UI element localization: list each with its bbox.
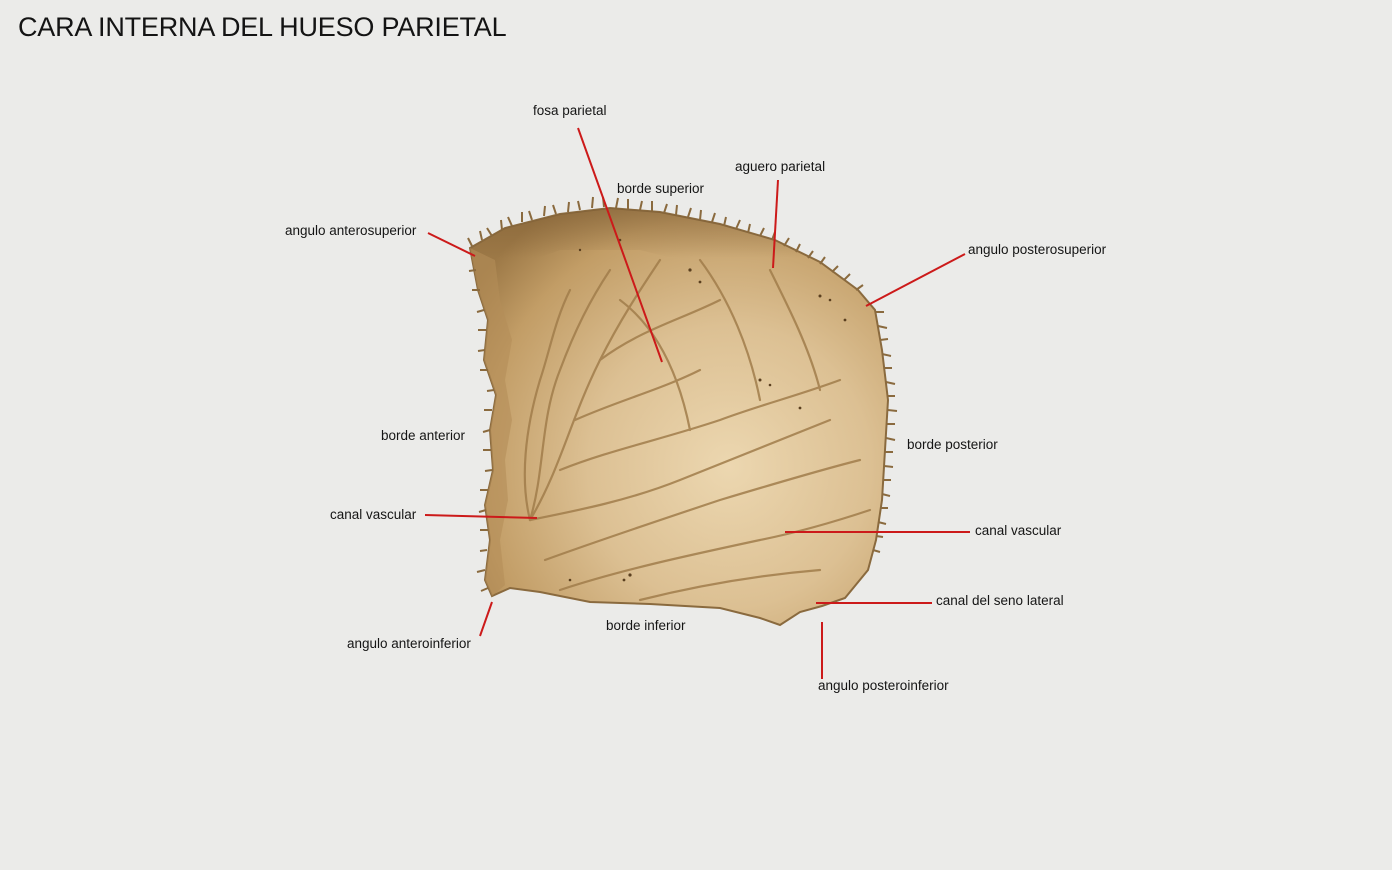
posterior-serrations [872, 311, 898, 553]
label-aguero-parietal: aguero parietal [735, 159, 826, 174]
label-canal-seno-lateral: canal del seno lateral [936, 593, 1064, 608]
label-fosa-parietal: fosa parietal [533, 103, 607, 118]
leader-fosa-parietal [577, 127, 663, 363]
leader-aguero-parietal [772, 179, 779, 269]
label-borde-superior: borde superior [617, 181, 705, 196]
leader-angulo-posterosuperior [865, 253, 966, 307]
label-angulo-posterosuperior: angulo posterosuperior [968, 242, 1107, 257]
anterior-rim [470, 248, 512, 596]
label-canal-vascular-right: canal vascular [975, 523, 1062, 538]
foramina-dots [568, 238, 847, 582]
superior-serrations [467, 196, 864, 291]
vascular-grooves [523, 258, 872, 602]
page-title: CARA INTERNA DEL HUESO PARIETAL [18, 12, 507, 42]
anterior-serrations [468, 269, 495, 592]
leader-angulo-anterosuperior [427, 232, 476, 257]
leader-canal-vascular-left [424, 514, 538, 519]
label-canal-vascular-left: canal vascular [330, 507, 417, 522]
label-angulo-posteroinferior: angulo posteroinferior [818, 678, 949, 693]
label-angulo-anterosuperior: angulo anterosuperior [285, 223, 417, 238]
label-angulo-anteroinferior: angulo anteroinferior [347, 636, 471, 651]
leader-angulo-anteroinferior [479, 601, 493, 637]
leader-lines [424, 127, 970, 679]
label-borde-posterior: borde posterior [907, 437, 998, 452]
bone-upper-shading [470, 208, 882, 350]
label-borde-anterior: borde anterior [381, 428, 466, 443]
label-borde-inferior: borde inferior [606, 618, 686, 633]
